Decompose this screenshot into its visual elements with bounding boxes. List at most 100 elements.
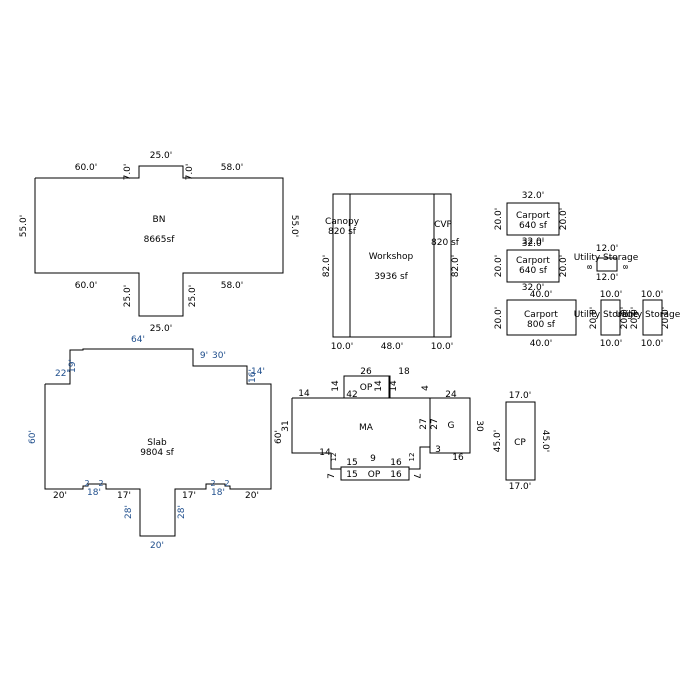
ma-dim-op-bottom-top-right: 16: [390, 458, 402, 468]
carport-3-label: Carport: [524, 310, 558, 320]
garage-dim-top: 24: [445, 390, 457, 400]
utility-storage-3-dim-right: 20.0': [661, 307, 671, 330]
slab-dim-step-right-2: 14': [251, 367, 265, 377]
utility-storage-1-dim-top: 12.0': [596, 244, 619, 254]
ma-dim-27-b: 27: [430, 418, 440, 429]
bn-dim-top-left: 60.0': [75, 163, 98, 173]
slab-dim-bottom-right-2: 18': [211, 488, 225, 498]
op-top-outline: [343, 375, 390, 399]
bn-area: 8665sf: [144, 235, 176, 245]
ma-dim-right-short: 4: [421, 385, 431, 391]
utility-storage-2: Utility Storage 10.0' 20.0' 20.0' 10.0': [574, 290, 639, 349]
cp-dim-bottom: 17.0': [509, 482, 532, 492]
ma-dim-op-right: 14: [374, 380, 384, 392]
ma-dim-left: 31: [281, 420, 291, 431]
utility-storage-1-dim-right: 8: [621, 265, 629, 269]
carport-3: Carport 800 sf 40.0' 20.0' 40.0': [494, 290, 577, 349]
slab-dim-bottom-mid: 20': [150, 541, 164, 551]
utility-storage-2-dim-right: 20.0': [620, 307, 630, 330]
ma-dim-bottom-right-small: 12: [408, 453, 416, 462]
slab-dim-step-left-1: 22': [55, 369, 69, 379]
utility-storage-1-outline: [596, 257, 618, 272]
canopy-label: Canopy: [325, 217, 360, 227]
slab-dim-bottom-right: 20': [245, 491, 259, 501]
slab-dim-left-outer: 60': [28, 430, 38, 444]
slab-dim-tiny-left-1: 2: [84, 479, 89, 488]
workshop-area: 3936 sf: [374, 272, 408, 282]
carport-1-dim-left: 20.0': [494, 208, 504, 231]
garage-outline: [429, 397, 471, 454]
ma-dim-op-left: 14: [331, 380, 341, 392]
ma-building: MA OP OP 14 26 14 14 42 18 4 14 31 14 12…: [281, 367, 484, 481]
utility-storage-2-dim-top: 10.0': [600, 290, 623, 300]
ma-dim-right-top: 18: [398, 367, 410, 377]
utility-storage-2-label: Utility Storage: [574, 310, 639, 320]
carport-1-area: 640 sf: [519, 221, 548, 231]
carport-1-dim-right: 20.0': [559, 208, 569, 231]
carport-3-outline: [506, 299, 577, 336]
slab-dim-step-right-3: 16': [248, 369, 258, 383]
slab-dim-notch-left: 28': [124, 505, 134, 519]
workshop-building: Canopy 820 sf Workshop 3936 sf CVP 820 s…: [322, 193, 461, 352]
ma-dim-op-top: 26: [360, 367, 372, 377]
slab-dim-bottom-right-3: 17': [182, 491, 196, 501]
cp-building: CP 17.0' 45.0' 45.0' 17.0': [493, 391, 550, 492]
slab-dim-top-right: 30': [212, 351, 226, 361]
ma-dim-27-a: 27: [419, 418, 429, 429]
bn-dim-top-notch-right: 7.0': [185, 164, 195, 181]
carport-1-dim-top: 32.0': [522, 191, 545, 201]
bn-dim-bottom-notch-left: 25.0': [123, 285, 133, 308]
carport-3-dim-top: 40.0': [530, 290, 553, 300]
carport-2-dim-right: 20.0': [559, 255, 569, 278]
bn-dim-right: 55.0': [289, 215, 299, 238]
carport-2-dim-top: 32.0': [522, 239, 545, 249]
ma-dim-right-step: 14: [389, 380, 399, 392]
carport-2-outline: [506, 249, 560, 283]
slab-dim-left: 60': [274, 430, 284, 444]
cp-label: CP: [514, 438, 526, 448]
utility-storage-2-dim-left: 20.0': [589, 307, 599, 330]
utility-storage-1: Utility Storage 12.0' 8 8 12.0': [574, 244, 639, 283]
carport-1-outline: [506, 202, 560, 236]
op-bottom-label: OP: [368, 470, 381, 480]
slab-dim-bottom-left: 20': [53, 491, 67, 501]
workshop-dim-bottom-left: 10.0': [331, 342, 354, 352]
ma-dim-bottom-left-small: 12: [330, 453, 338, 462]
utility-storage-3-dim-top: 10.0': [641, 290, 664, 300]
utility-storage-3-outline: [642, 299, 663, 336]
slab-label: Slab: [147, 438, 167, 448]
utility-storage-3-dim-bottom: 10.0': [641, 339, 664, 349]
utility-storage-2-outline: [600, 299, 621, 336]
ma-dim-op-bottom: 42: [346, 390, 357, 400]
workshop-dim-bottom-mid: 48.0': [381, 342, 404, 352]
bn-dim-bottom-right: 58.0': [221, 281, 244, 291]
carport-2-label: Carport: [516, 256, 550, 266]
carport-2-dim-bottom: 32.0': [522, 283, 545, 293]
bn-dim-bottom-mid: 25.0': [150, 324, 173, 334]
slab-dim-bottom-left-3: 17': [117, 491, 131, 501]
slab-dim-tiny-left-2: 2: [98, 479, 103, 488]
ma-dim-op-bottom-bottom-left: 15: [346, 470, 357, 480]
carport-3-dim-bottom: 40.0': [530, 339, 553, 349]
ma-dim-top-left: 14: [298, 389, 310, 399]
cp-dim-top: 17.0': [509, 391, 532, 401]
workshop-dim-left: 82.0': [322, 255, 332, 278]
garage-dim-right: 30: [474, 420, 484, 432]
cvp-label: CVP: [434, 220, 452, 230]
carport-3-dim-left: 20.0': [494, 307, 504, 330]
slab-dim-tiny-right-2: 2: [224, 479, 229, 488]
utility-storage-3: Utility Storage 10.0' 20.0' 20.0' 10.0': [616, 290, 681, 349]
bn-dim-top-mid: 25.0': [150, 151, 173, 161]
carport-1-dim-bottom: 32.0': [522, 237, 545, 247]
canopy-area: 820 sf: [328, 227, 357, 237]
garage-dim-bottom: 16: [452, 453, 464, 463]
op-top-label: OP: [360, 383, 373, 393]
carport-2-dim-left: 20.0': [494, 255, 504, 278]
slab-dim-notch-right: 28': [177, 505, 187, 519]
bn-dim-left: 55.0': [19, 215, 29, 238]
ma-dim-bottom-left-7: 7: [327, 473, 337, 479]
carport-2: Carport 640 sf 32.0' 20.0' 20.0' 32.0': [494, 239, 569, 293]
cp-dim-left: 45.0': [493, 430, 503, 453]
bn-dim-bottom-notch-right: 25.0': [188, 285, 198, 308]
